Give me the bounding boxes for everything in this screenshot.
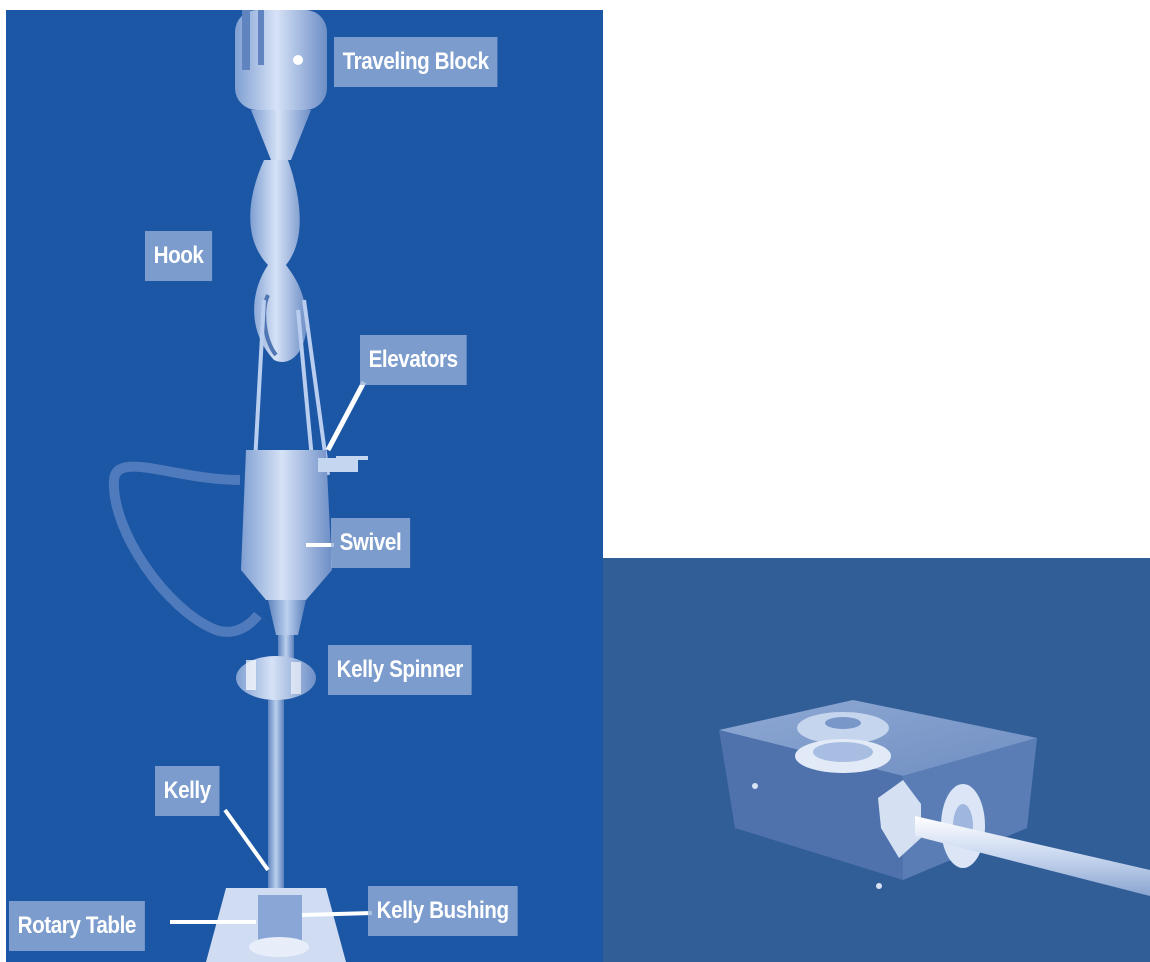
kelly-spinner-shape <box>236 635 316 700</box>
kelly-shape <box>268 700 284 910</box>
label-hook: Hook <box>145 231 212 281</box>
label-kelly-bushing: Kelly Bushing <box>368 886 517 936</box>
kelly-leader-line <box>225 810 268 870</box>
label-elevators: Elevators <box>360 335 466 385</box>
rotary-table-mechanism-drawing <box>603 558 1150 962</box>
rotary-hose-shape <box>114 467 258 632</box>
label-rotary-table: Rotary Table <box>9 901 145 951</box>
rig-equipment-illustration: Traveling Block Hook Elevators Swivel Ke… <box>6 10 603 962</box>
pinion-shaft-shape <box>915 784 1150 896</box>
rotary-table-shape <box>206 888 346 962</box>
label-traveling-block: Traveling Block <box>334 37 497 87</box>
label-kelly: Kelly <box>155 766 219 816</box>
kelly-bushing-leader-line <box>302 913 372 915</box>
rig-equipment-drawing <box>6 10 603 962</box>
label-swivel: Swivel <box>331 518 410 568</box>
elevators-leader-line <box>328 382 364 450</box>
rotary-table-mechanism-illustration <box>603 558 1150 962</box>
traveling-block-shape <box>235 10 327 160</box>
label-kelly-spinner: Kelly Spinner <box>328 645 472 695</box>
